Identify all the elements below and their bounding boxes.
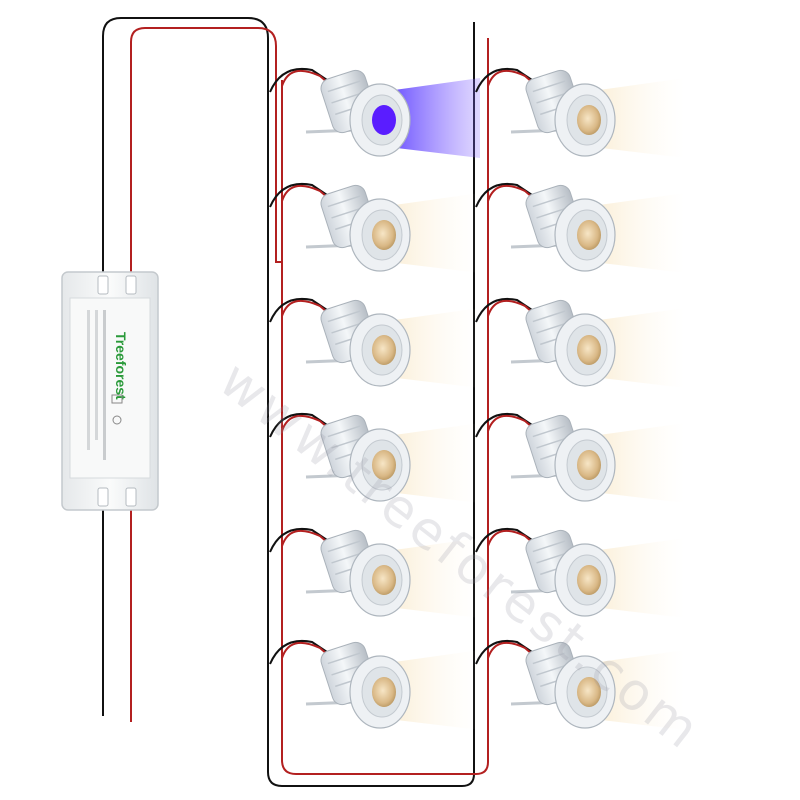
lead-positive: [487, 529, 540, 549]
spotlight: [269, 183, 480, 273]
light-lens: [372, 450, 396, 480]
lead-positive: [281, 184, 335, 204]
light-lens: [372, 565, 396, 595]
spotlight: [475, 68, 685, 158]
spotlight-grid: [269, 68, 685, 730]
spotlight: [269, 298, 480, 388]
spotlight: [475, 183, 685, 273]
lead-positive: [281, 299, 335, 319]
lead-positive: [487, 184, 540, 204]
lead-positive: [487, 641, 540, 661]
light-lens: [577, 105, 601, 135]
light-lens: [577, 335, 601, 365]
driver-wires: [102, 17, 489, 787]
light-lens: [372, 335, 396, 365]
light-lens: [372, 105, 396, 135]
lead-negative: [269, 298, 331, 323]
lead-negative: [269, 68, 331, 93]
light-lens: [372, 220, 396, 250]
lead-negative: [475, 298, 536, 323]
lead-negative: [475, 68, 536, 93]
lead-positive: [281, 529, 335, 549]
lead-negative: [475, 528, 536, 553]
spotlight: [475, 528, 685, 618]
input-wire-negative: [102, 17, 475, 787]
light-lens: [577, 220, 601, 250]
lead-positive: [487, 414, 540, 434]
spotlight: [269, 413, 480, 503]
spotlight: [475, 413, 685, 503]
light-lens: [577, 677, 601, 707]
driver-brand: Treeforest: [113, 332, 129, 400]
lead-positive: [281, 414, 335, 434]
light-lens: [577, 565, 601, 595]
lead-positive: [281, 69, 335, 89]
input-wire-positive: [130, 27, 489, 775]
lead-negative: [475, 640, 536, 665]
lead-positive: [281, 641, 335, 661]
lead-negative: [475, 413, 536, 438]
lead-positive: [487, 69, 540, 89]
spotlight-uv: [269, 68, 480, 158]
spotlight: [475, 298, 685, 388]
led-driver: Treeforest: [61, 271, 159, 511]
lead-negative: [269, 413, 331, 438]
light-lens: [577, 450, 601, 480]
lead-positive: [487, 299, 540, 319]
lead-negative: [475, 183, 536, 208]
spotlight: [475, 640, 685, 730]
lead-negative: [269, 528, 331, 553]
spotlight: [269, 640, 480, 730]
light-lens: [372, 677, 396, 707]
lead-negative: [269, 183, 331, 208]
lead-negative: [269, 640, 331, 665]
spotlight: [269, 528, 480, 618]
